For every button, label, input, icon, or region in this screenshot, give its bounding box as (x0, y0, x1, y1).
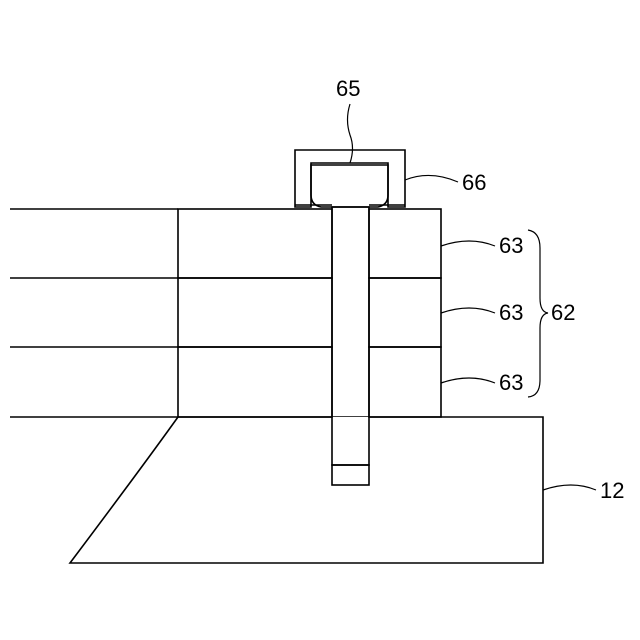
plate-stack-brace (528, 230, 548, 397)
leader-cap (405, 175, 458, 182)
cap (295, 150, 405, 207)
label-screw: 65 (336, 76, 360, 101)
label-plate-bottom: 63 (499, 370, 523, 395)
label-cap: 66 (462, 170, 486, 195)
label-base: 12 (600, 478, 624, 503)
label-plate-stack: 62 (551, 300, 575, 325)
leader-screw (348, 104, 353, 163)
label-plate-middle: 63 (499, 300, 523, 325)
plate-top (178, 209, 441, 278)
leader-base (543, 485, 596, 490)
plate-bottom (178, 347, 441, 417)
leader-plate-top (441, 241, 495, 246)
leader-plate-middle (441, 308, 495, 313)
leader-lines (348, 104, 597, 490)
plate-stack (10, 209, 441, 417)
label-plate-top: 63 (499, 233, 523, 258)
reference-numerals: 65 66 63 63 63 62 12 (336, 76, 624, 503)
base-member (10, 417, 543, 563)
plate-middle (178, 278, 441, 347)
leader-plate-bottom (441, 378, 495, 383)
